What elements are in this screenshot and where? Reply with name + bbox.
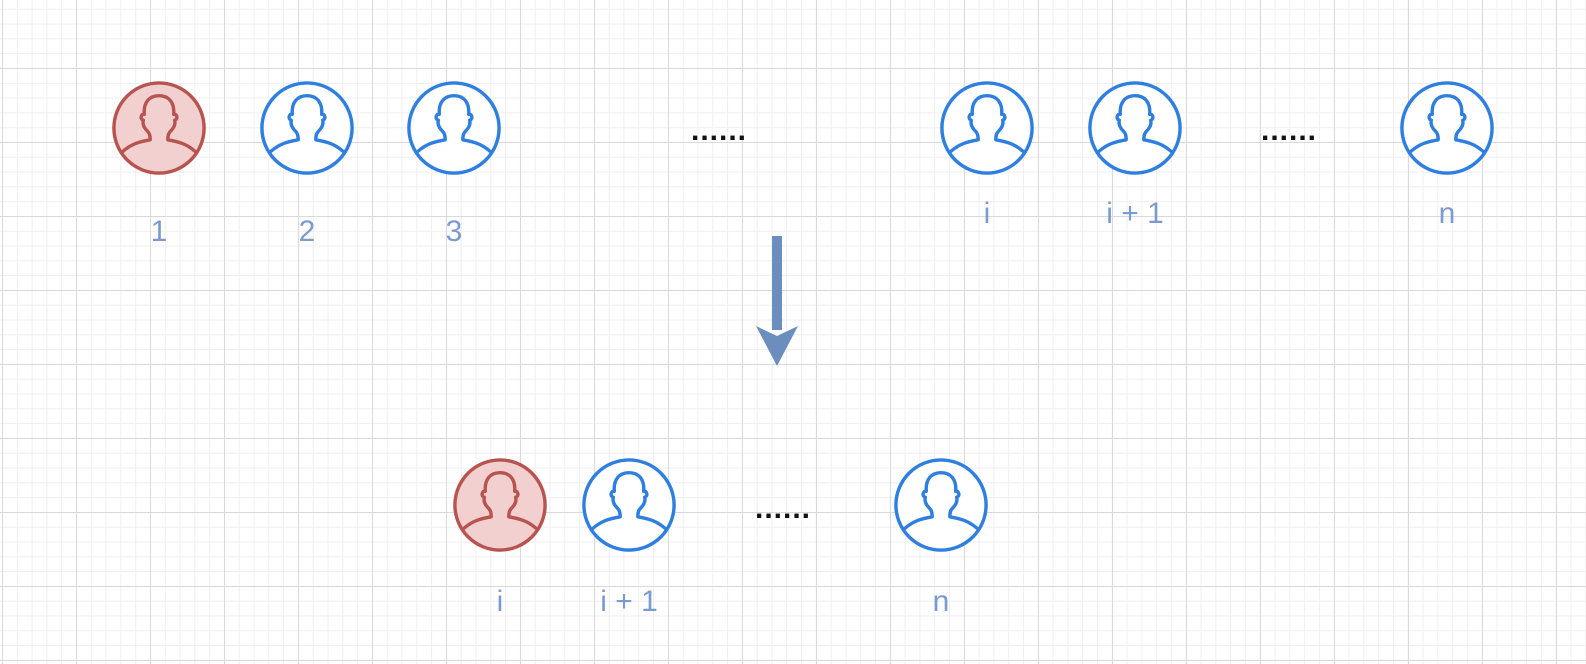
ellipsis: ...... <box>1260 114 1317 147</box>
person-label: n <box>932 585 950 618</box>
person-icon <box>110 79 208 177</box>
person-icon <box>938 79 1036 177</box>
arrow-shaft <box>772 236 782 330</box>
arrow-down-icon <box>754 236 800 370</box>
person-icon <box>258 79 356 177</box>
person-icon <box>1398 79 1496 177</box>
person-label: 2 <box>298 215 316 248</box>
person-label: 1 <box>150 215 168 248</box>
person-icon <box>580 456 678 554</box>
ellipsis: ...... <box>754 492 811 525</box>
person-icon <box>1086 79 1184 177</box>
person-icon <box>451 456 549 554</box>
ellipsis: ...... <box>690 114 747 147</box>
person-label: i + 1 <box>1106 197 1164 230</box>
arrow-head <box>756 326 798 366</box>
person-icon <box>405 79 503 177</box>
person-label: i + 1 <box>600 585 658 618</box>
person-label: n <box>1438 197 1456 230</box>
person-label: i <box>496 585 504 618</box>
person-label: i <box>983 197 991 230</box>
person-icon <box>892 456 990 554</box>
person-label: 3 <box>445 215 463 248</box>
